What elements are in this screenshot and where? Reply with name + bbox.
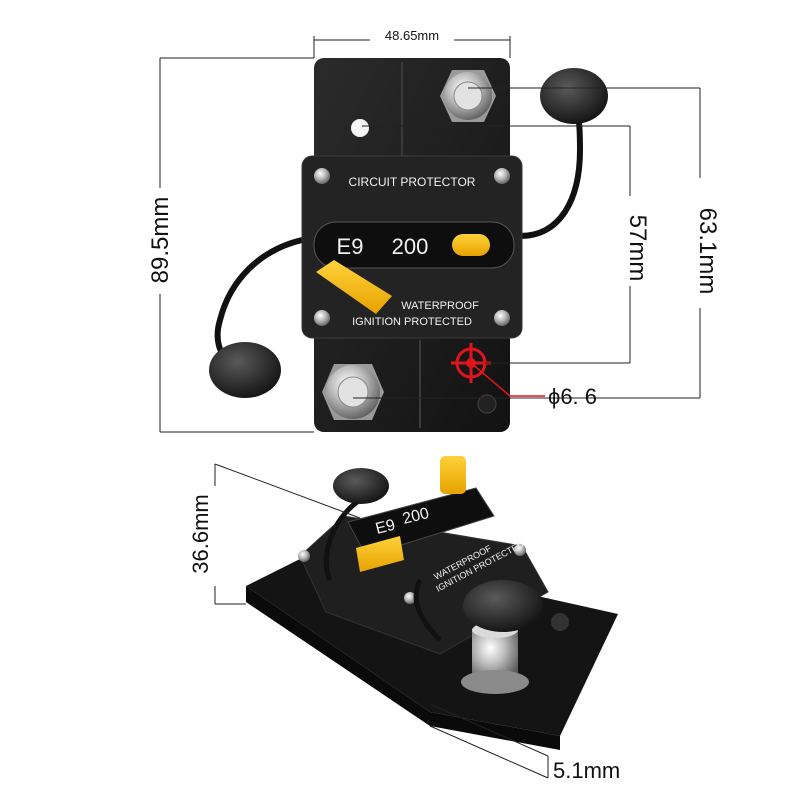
side-reset-button[interactable]	[440, 456, 466, 494]
side-view: E9 200 WATERPROOF IGNITION PROTECTED	[246, 456, 618, 750]
mounting-hole-top	[351, 119, 369, 137]
side-trip-lever[interactable]	[356, 536, 404, 572]
side-height-label: 36.6mm	[188, 494, 213, 573]
top-view: CIRCUIT PROTECTOR E9 200 WATERPROOF IGNI…	[209, 58, 608, 432]
side-rubber-cap-rear	[333, 468, 389, 504]
footer-line1: WATERPROOF	[401, 300, 479, 312]
side-dimensions: 36.6mm 5.1mm	[188, 463, 620, 783]
rubber-cap-bottom	[209, 342, 281, 398]
rating-window	[313, 221, 515, 269]
height-dimension-label: 89.5mm	[147, 197, 174, 284]
side-rubber-cap-front	[463, 580, 543, 632]
footer-line2: IGNITION PROTECTED	[352, 316, 472, 328]
hole-dimension-label: ϕ6. 6	[548, 384, 597, 409]
base-thickness-label: 5.1mm	[553, 758, 620, 783]
top-dimensions: 48.65mm 89.5mm 57mm 63.1mm ϕ6. 6	[146, 28, 721, 433]
inner-dimension-label: 57mm	[624, 215, 651, 282]
brand-label: CIRCUIT PROTECTOR	[349, 175, 476, 189]
terminal-stud-bottom	[322, 364, 384, 420]
mounting-hole-bottom	[477, 394, 497, 414]
rubber-cap-top	[540, 68, 608, 124]
side-model-label: E9	[374, 517, 397, 538]
tether-bottom	[214, 237, 303, 365]
rating-label: 200	[392, 234, 429, 259]
outer-dimension-label: 63.1mm	[694, 208, 721, 295]
terminal-stud-top	[440, 70, 496, 122]
model-label: E9	[337, 234, 364, 259]
reset-button[interactable]	[452, 234, 490, 256]
side-rating-window	[347, 487, 495, 557]
width-dimension-label: 48.65mm	[385, 28, 439, 43]
trip-lever[interactable]	[316, 260, 392, 314]
side-rating-label: 200	[401, 505, 431, 528]
